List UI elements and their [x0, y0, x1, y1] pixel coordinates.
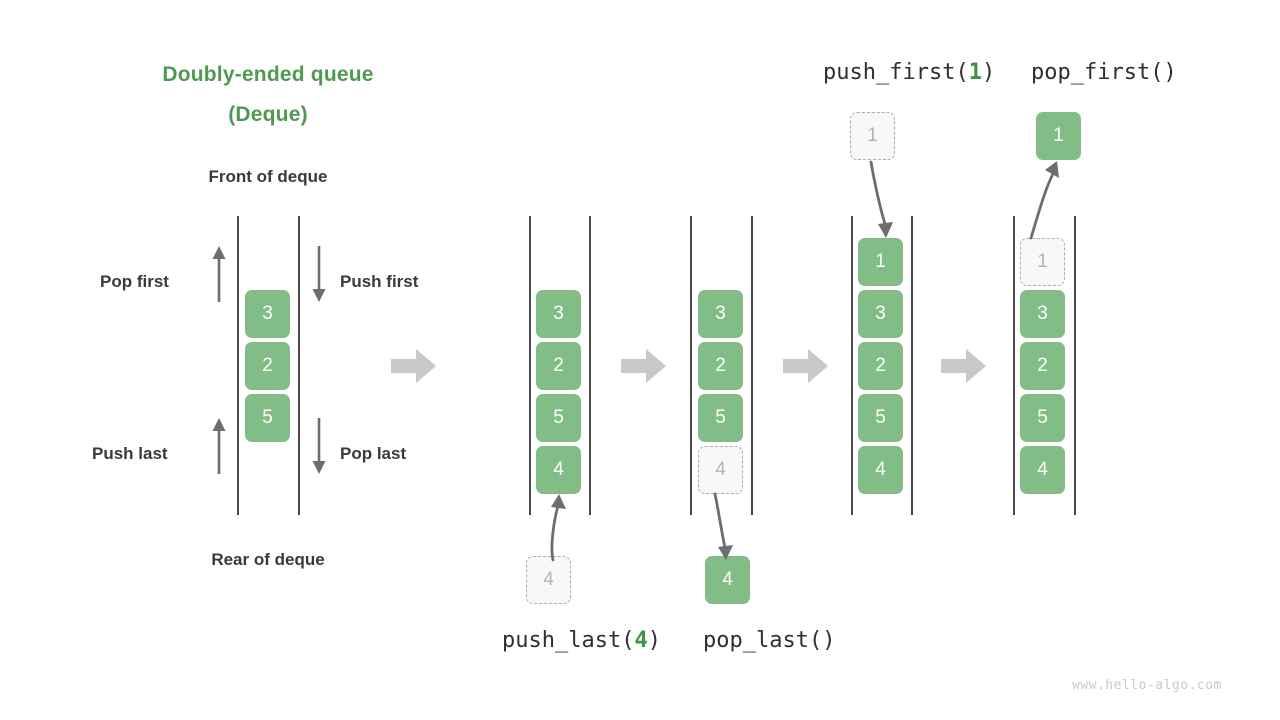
front-of-deque-label: Front of deque — [208, 167, 328, 186]
op-label-pop-last: pop_last() — [703, 628, 836, 653]
panel-pop-last-item-3: 4 — [698, 446, 743, 494]
diagram-title-line2: (Deque) — [228, 103, 308, 126]
panel-pop-first-rail-left — [1013, 216, 1015, 515]
panel-push-last-item-3: 4 — [536, 446, 581, 494]
diagram-title-line1: Doubly-ended queue — [162, 63, 374, 86]
op-label-pop-first: pop_first() — [1031, 60, 1177, 85]
flow-arrow-4-icon — [941, 348, 987, 384]
panel-push-first-item-2: 2 — [858, 342, 903, 390]
op-label-push-first: push_first(1) — [823, 60, 995, 86]
panel-pop-first-item-1: 3 — [1020, 290, 1065, 338]
panel-push-first-item-4: 4 — [858, 446, 903, 494]
push-last-insert-arrow-icon — [536, 492, 576, 562]
flow-arrow-1-icon — [391, 348, 437, 384]
panel-pop-first-rail-right — [1074, 216, 1076, 515]
watermark-label: www.hello-algo.com — [1072, 678, 1222, 693]
panel-pop-first-item-3: 5 — [1020, 394, 1065, 442]
panel-push-first-external-item: 1 — [850, 112, 895, 160]
push-first-close: ) — [981, 60, 996, 85]
push-last-name: push_last( — [502, 628, 635, 653]
side-label-push-first: Push first — [340, 272, 419, 291]
pop-last-arrow-icon — [310, 418, 328, 474]
panel-push-first-item-3: 5 — [858, 394, 903, 442]
panel-push-last-rail-left — [529, 216, 531, 515]
panel-initial-item-2: 5 — [245, 394, 290, 442]
panel-pop-last-external-item: 4 — [705, 556, 750, 604]
side-label-pop-first: Pop first — [100, 272, 169, 291]
panel-push-first-rail-left — [851, 216, 853, 515]
panel-pop-last-rail-left — [690, 216, 692, 515]
flow-arrow-2-icon — [621, 348, 667, 384]
op-label-push-last: push_last(4) — [502, 628, 661, 654]
panel-push-first-rail-right — [911, 216, 913, 515]
push-last-arg: 4 — [634, 628, 648, 653]
panel-push-last-external-item: 4 — [526, 556, 571, 604]
panel-push-first-item-0: 1 — [858, 238, 903, 286]
panel-push-last-item-2: 5 — [536, 394, 581, 442]
panel-pop-last-item-2: 5 — [698, 394, 743, 442]
pop-first-arrow-icon — [210, 246, 228, 302]
side-label-push-last: Push last — [92, 444, 168, 463]
panel-pop-last-item-1: 2 — [698, 342, 743, 390]
panel-pop-first-external-item: 1 — [1036, 112, 1081, 160]
push-last-arrow-icon — [210, 418, 228, 474]
panel-initial-item-1: 2 — [245, 342, 290, 390]
panel-push-last-item-1: 2 — [536, 342, 581, 390]
push-first-name: push_first( — [823, 60, 969, 85]
push-first-arg: 1 — [968, 60, 982, 85]
push-first-insert-arrow-icon — [858, 160, 904, 240]
panel-push-first-item-1: 3 — [858, 290, 903, 338]
panel-initial-item-0: 3 — [245, 290, 290, 338]
panel-pop-last-rail-right — [751, 216, 753, 515]
panel-push-last-item-0: 3 — [536, 290, 581, 338]
side-label-pop-last: Pop last — [340, 444, 407, 463]
push-last-close: ) — [647, 628, 661, 653]
panel-initial-rail-right — [298, 216, 300, 515]
pop-first-remove-arrow-icon — [1020, 160, 1066, 240]
flow-arrow-3-icon — [783, 348, 829, 384]
rear-of-deque-label: Rear of deque — [211, 550, 325, 569]
panel-pop-first-item-4: 4 — [1020, 446, 1065, 494]
panel-push-last-rail-right — [589, 216, 591, 515]
panel-initial-rail-left — [237, 216, 239, 515]
panel-pop-first-item-0: 1 — [1020, 238, 1065, 286]
panel-pop-last-item-0: 3 — [698, 290, 743, 338]
pop-last-remove-arrow-icon — [700, 492, 740, 562]
panel-pop-first-item-2: 2 — [1020, 342, 1065, 390]
push-first-arrow-icon — [310, 246, 328, 302]
